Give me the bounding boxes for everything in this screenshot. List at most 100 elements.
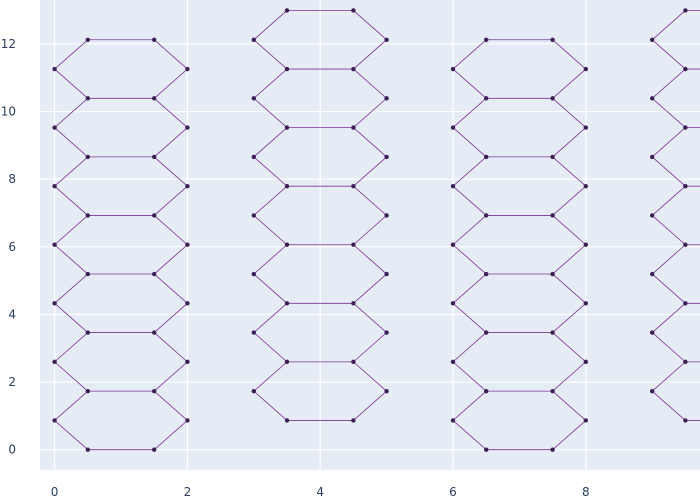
lattice-node[interactable] (152, 388, 157, 394)
lattice-node[interactable] (384, 271, 389, 277)
lattice-node[interactable] (52, 301, 57, 306)
lattice-node[interactable] (85, 388, 91, 394)
lattice-node[interactable] (152, 96, 157, 101)
lattice-node[interactable] (284, 8, 290, 13)
lattice-node[interactable] (284, 418, 290, 423)
lattice-node[interactable] (251, 388, 257, 394)
lattice-node[interactable] (683, 183, 688, 189)
lattice-node[interactable] (550, 271, 555, 277)
lattice-node[interactable] (483, 154, 489, 160)
lattice-node[interactable] (683, 301, 688, 306)
lattice-node[interactable] (483, 271, 489, 277)
lattice-node[interactable] (284, 66, 290, 72)
lattice-node[interactable] (52, 125, 57, 130)
lattice-node[interactable] (483, 213, 489, 218)
lattice-node[interactable] (185, 301, 190, 306)
lattice-node[interactable] (185, 359, 190, 365)
lattice-node[interactable] (152, 37, 157, 42)
lattice-node[interactable] (185, 183, 190, 189)
lattice-node[interactable] (483, 330, 489, 335)
lattice-node[interactable] (450, 359, 456, 365)
lattice-node[interactable] (351, 359, 356, 365)
lattice-node[interactable] (351, 301, 356, 306)
lattice-node[interactable] (52, 66, 57, 72)
lattice-node[interactable] (550, 330, 555, 335)
lattice-node[interactable] (683, 125, 688, 130)
lattice-node[interactable] (550, 447, 555, 452)
lattice-node[interactable] (251, 96, 257, 101)
lattice-node[interactable] (583, 359, 588, 365)
lattice-node[interactable] (649, 154, 655, 160)
lattice-node[interactable] (284, 301, 290, 306)
lattice-node[interactable] (152, 330, 157, 335)
lattice-node[interactable] (583, 301, 588, 306)
lattice-node[interactable] (450, 242, 456, 247)
lattice-node[interactable] (683, 242, 688, 247)
lattice-node[interactable] (483, 37, 489, 42)
lattice-node[interactable] (185, 66, 190, 72)
lattice-node[interactable] (384, 330, 389, 335)
lattice-node[interactable] (683, 359, 688, 365)
lattice-node[interactable] (683, 418, 688, 423)
lattice-node[interactable] (450, 301, 456, 306)
lattice-node[interactable] (384, 37, 389, 42)
lattice-node[interactable] (649, 213, 655, 218)
lattice-node[interactable] (251, 213, 257, 218)
lattice-node[interactable] (351, 8, 356, 13)
lattice-node[interactable] (450, 183, 456, 189)
lattice-node[interactable] (550, 96, 555, 101)
lattice-node[interactable] (384, 213, 389, 218)
lattice-node[interactable] (251, 37, 257, 42)
lattice-node[interactable] (351, 125, 356, 130)
lattice-node[interactable] (384, 388, 389, 394)
lattice-node[interactable] (583, 183, 588, 189)
lattice-node[interactable] (550, 213, 555, 218)
lattice-node[interactable] (85, 154, 91, 160)
lattice-node[interactable] (152, 271, 157, 277)
lattice-node[interactable] (152, 213, 157, 218)
lattice-node[interactable] (550, 388, 555, 394)
lattice-node[interactable] (185, 418, 190, 423)
lattice-node[interactable] (384, 96, 389, 101)
lattice-node[interactable] (583, 125, 588, 130)
lattice-node[interactable] (284, 183, 290, 189)
lattice-node[interactable] (284, 125, 290, 130)
lattice-node[interactable] (52, 242, 57, 247)
lattice-node[interactable] (483, 96, 489, 101)
lattice-node[interactable] (450, 418, 456, 423)
lattice-node[interactable] (152, 154, 157, 160)
lattice-node[interactable] (185, 125, 190, 130)
lattice-node[interactable] (384, 154, 389, 160)
lattice-node[interactable] (583, 242, 588, 247)
lattice-node[interactable] (450, 125, 456, 130)
lattice-node[interactable] (284, 359, 290, 365)
lattice-node[interactable] (52, 183, 57, 189)
lattice-node[interactable] (85, 271, 91, 277)
lattice-node[interactable] (649, 330, 655, 335)
lattice-node[interactable] (583, 66, 588, 72)
lattice-node[interactable] (284, 242, 290, 247)
lattice-node[interactable] (85, 330, 91, 335)
lattice-node[interactable] (683, 8, 688, 13)
lattice-node[interactable] (52, 359, 57, 365)
lattice-node[interactable] (649, 96, 655, 101)
lattice-node[interactable] (185, 242, 190, 247)
lattice-node[interactable] (85, 447, 91, 452)
lattice-node[interactable] (649, 37, 655, 42)
lattice-node[interactable] (251, 154, 257, 160)
lattice-node[interactable] (683, 66, 688, 72)
lattice-node[interactable] (483, 388, 489, 394)
lattice-node[interactable] (583, 418, 588, 423)
lattice-node[interactable] (85, 213, 91, 218)
lattice-node[interactable] (351, 66, 356, 72)
lattice-node[interactable] (251, 271, 257, 277)
lattice-node[interactable] (351, 183, 356, 189)
lattice-node[interactable] (85, 96, 91, 101)
lattice-node[interactable] (152, 447, 157, 452)
lattice-node[interactable] (450, 66, 456, 72)
lattice-node[interactable] (649, 271, 655, 277)
lattice-node[interactable] (52, 418, 57, 423)
lattice-node[interactable] (85, 37, 91, 42)
lattice-node[interactable] (550, 37, 555, 42)
lattice-node[interactable] (550, 154, 555, 160)
